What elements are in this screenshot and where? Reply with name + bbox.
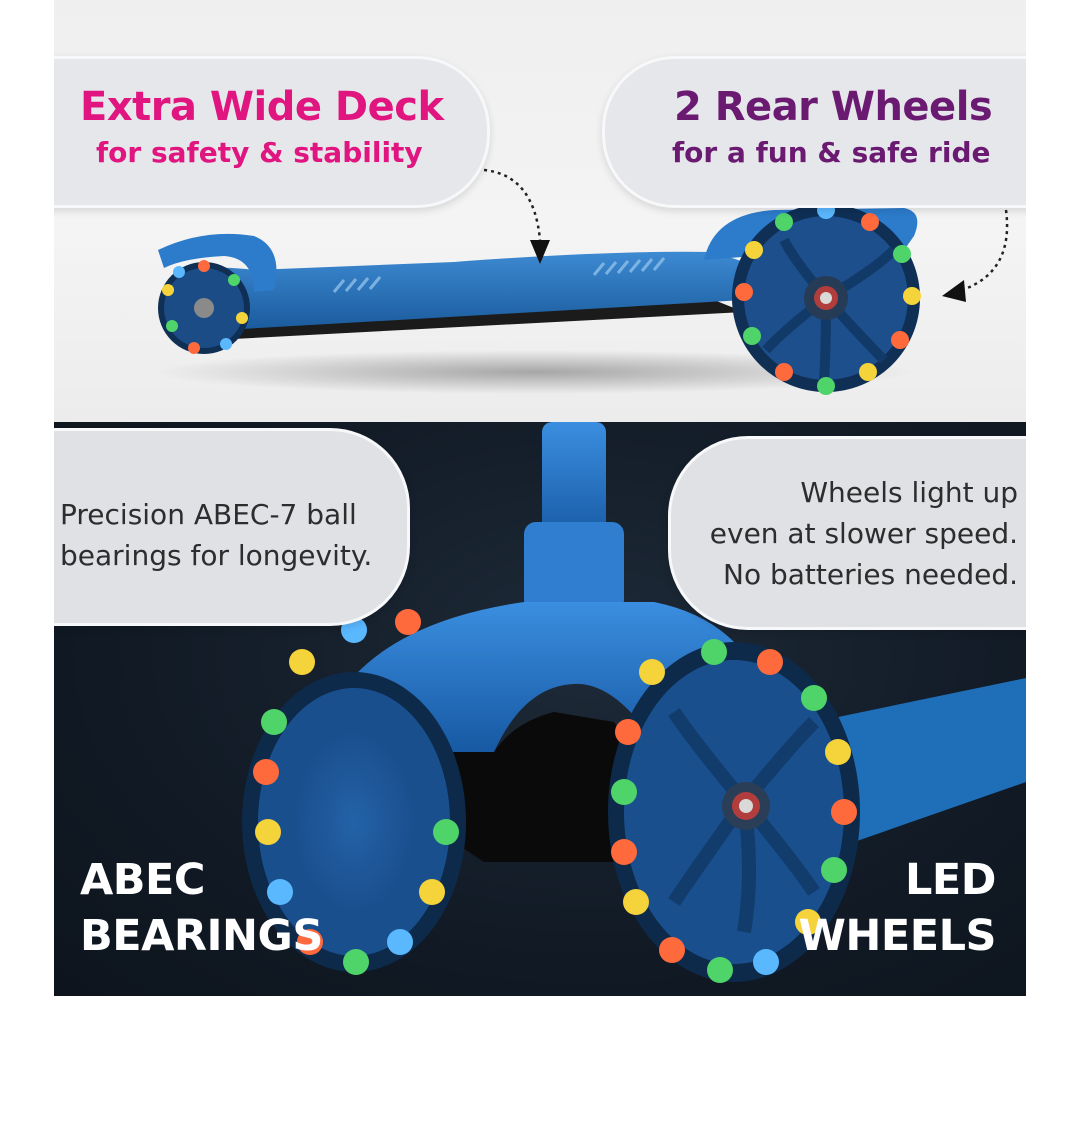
bearings-description: Precision ABEC-7 ball bearings for longe…: [60, 494, 372, 576]
deck-subtitle: for safety & stability: [96, 136, 423, 169]
left-led-wheel: [242, 609, 466, 975]
lights-description-line-1: Wheels light up: [800, 476, 1018, 509]
lights-callout-bubble: [668, 436, 1026, 630]
wheels-callout-bubble: [602, 56, 1026, 208]
deck-arrow: [483, 168, 542, 241]
deck-callout-bubble: [54, 56, 490, 208]
bearings-label-line-2: BEARINGS: [80, 911, 323, 961]
led-label-line-2: WHEELS: [798, 911, 996, 961]
lights-description: Wheels light up even at slower speed. No…: [674, 472, 1018, 595]
bearings-description-line-1: Precision ABEC-7 ball: [60, 498, 357, 531]
product-image: Extra Wide Deck for safety & stability 2…: [54, 0, 1026, 996]
bearings-callout-bubble: [54, 428, 410, 626]
lights-description-line-3: No batteries needed.: [723, 558, 1018, 591]
wheel-arrow: [961, 209, 1009, 292]
scooter-side-view: [154, 168, 1009, 395]
deck-grip: [332, 257, 666, 293]
right-led-wheel: [608, 639, 860, 983]
bearings-label-line-1: ABEC: [80, 855, 205, 905]
rear-wheels-subtitle: for a fun & safe ride: [672, 136, 991, 169]
bearings-label: ABEC BEARINGS: [80, 852, 323, 964]
lights-description-line-2: even at slower speed.: [709, 517, 1018, 550]
front-wheel: [158, 260, 250, 354]
deck-title: Extra Wide Deck: [80, 84, 444, 130]
bearings-description-line-2: bearings for longevity.: [60, 539, 373, 572]
scooter-front-view: [242, 422, 1026, 983]
led-label: LED WHEELS: [754, 852, 996, 964]
rear-wheels-title: 2 Rear Wheels: [674, 84, 993, 130]
rear-wheel: [732, 201, 921, 395]
led-label-line-1: LED: [905, 855, 996, 905]
